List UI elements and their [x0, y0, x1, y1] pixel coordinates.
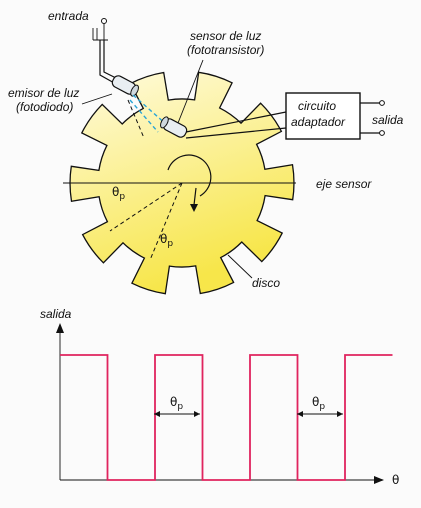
graph-y-arrowhead	[56, 323, 64, 333]
rotation-arrowhead	[190, 204, 198, 212]
sensor-label-1: sensor de luz	[190, 29, 261, 43]
salida-terminal-bottom	[379, 130, 385, 136]
theta-dimension-1: θp	[154, 395, 200, 417]
hub-arc	[167, 154, 212, 197]
circuito-label-1: circuito	[298, 99, 336, 113]
graph-x-arrowhead	[374, 476, 384, 484]
graph-y-label: salida	[40, 307, 72, 321]
emisor-label-2: (fotodiodo)	[16, 100, 73, 114]
light-emitter-icon	[111, 75, 139, 97]
emisor-label-1: emisor de luz	[8, 86, 79, 100]
output-graph: salida θ θp θp	[40, 307, 399, 487]
emitter-leader	[81, 93, 113, 105]
disco-leader	[227, 254, 253, 279]
salida-label: salida	[372, 113, 404, 127]
sensor-leader	[177, 59, 204, 124]
circuito-label-2: adaptador	[291, 115, 346, 129]
salida-wires	[360, 102, 380, 134]
graph-x-label: θ	[392, 473, 399, 487]
theta-label-graph-1: θp	[170, 395, 183, 412]
entrada-terminal-dot	[101, 18, 107, 24]
eje-sensor-label: eje sensor	[316, 177, 372, 191]
sensor-wires	[185, 111, 287, 139]
salida-terminal-top	[379, 100, 385, 106]
light-beams	[129, 94, 168, 133]
entrada-label: entrada	[48, 9, 89, 23]
theta-label-disk-1: θp	[112, 185, 125, 202]
sensor-label-2: (fototransistor)	[187, 43, 264, 57]
theta-dimension-2: θp	[297, 395, 343, 417]
rotation-arrow	[193, 187, 197, 206]
output-square-wave	[60, 354, 393, 481]
theta-ray-1	[109, 182, 183, 232]
circuito-box	[285, 92, 361, 140]
theta-label-disk-2: θp	[160, 232, 173, 249]
entrada-terminals	[92, 24, 108, 41]
theta-label-graph-2: θp	[312, 395, 325, 412]
disco-label: disco	[252, 276, 280, 290]
